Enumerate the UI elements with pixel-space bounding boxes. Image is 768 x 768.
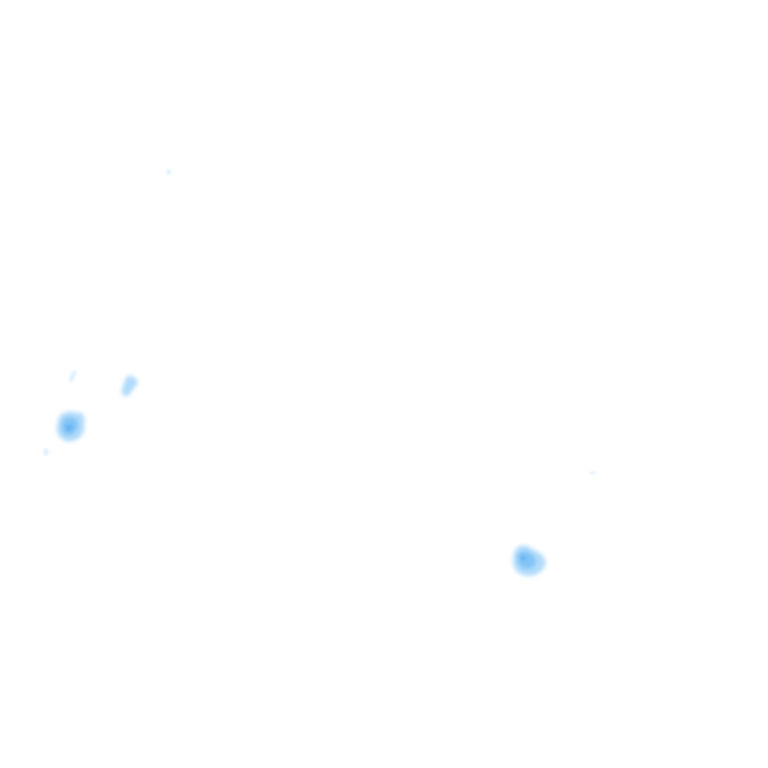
precip-echo-west-speck xyxy=(43,448,49,456)
precip-echo-west-sliver xyxy=(69,370,77,383)
precip-echo-east-speck xyxy=(590,471,596,475)
precip-echo-west-large xyxy=(56,411,85,442)
precip-echo-southeast-large xyxy=(513,545,546,576)
precip-echo-west-small xyxy=(121,375,138,397)
precip-echo-north-speck xyxy=(167,169,171,175)
